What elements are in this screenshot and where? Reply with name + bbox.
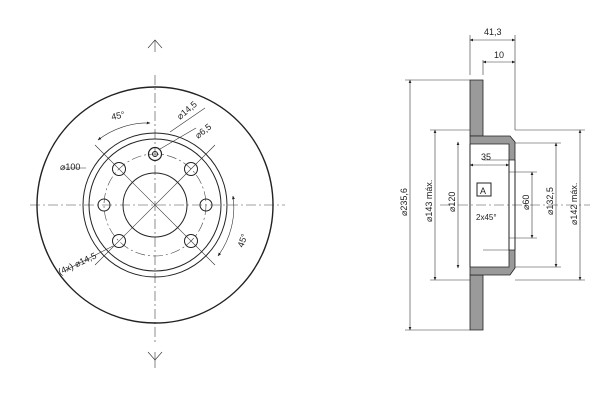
bottom-arrow: [147, 351, 163, 361]
front-view: 45° 45° ⌀14,5 ⌀6,5 ⌀100 (4x) ⌀14,5: [30, 39, 285, 368]
chamfer-label: 2x45°: [476, 213, 497, 222]
outer-dia-label: ⌀235,6: [399, 188, 409, 216]
hub-depth-label: 35: [481, 152, 491, 162]
disc-thickness-label: 10: [494, 50, 504, 60]
disc-section-upper: [469, 79, 484, 137]
dim-143-label: ⌀143 máx.: [424, 180, 434, 222]
dim-60-label: ⌀60: [521, 195, 531, 210]
dim-120-label: ⌀120: [447, 192, 457, 212]
locating-hole: [199, 198, 213, 212]
disc-outer-edge: [36, 86, 274, 324]
hat-section-upper: [469, 135, 516, 161]
top-arrow: [147, 39, 163, 49]
center-bore: [122, 172, 188, 238]
small-hole-inner: [152, 151, 158, 157]
pcd-label: ⌀100: [60, 162, 80, 172]
leader-small-hole: [159, 127, 197, 150]
bolt-hole: [112, 234, 126, 248]
diagonal-line: [94, 144, 216, 266]
datum-box: [476, 182, 492, 197]
pitch-circle: [103, 153, 207, 257]
angle-top-label: 45°: [110, 109, 126, 122]
small-hole-diameter-label: ⌀6,5: [193, 122, 213, 141]
bolt-hole: [184, 234, 198, 248]
leader-holes: [65, 245, 114, 271]
disc-section-lower: [469, 274, 484, 331]
total-width-label: 41,3: [484, 27, 502, 37]
small-hole: [147, 146, 163, 162]
locating-hole: [97, 198, 111, 212]
holes-count-label: (4x) ⌀14,5: [57, 250, 98, 276]
angle-right-label: 45°: [235, 232, 249, 249]
angle-arc-top: [97, 121, 151, 141]
side-view: A 2x45° 41,3 10 35 ⌀235,6 ⌀143 máx. ⌀120…: [399, 27, 590, 331]
dim-142-label: ⌀142 máx.: [569, 183, 579, 225]
dim-132-label: ⌀132,5: [545, 187, 555, 215]
hat-section-lower: [469, 249, 516, 276]
leader-hole: [169, 107, 206, 133]
datum-label: A: [480, 186, 486, 196]
bolt-hole: [184, 162, 198, 176]
bolt-hole: [112, 162, 126, 176]
hole-diameter-label: ⌀14,5: [175, 99, 199, 121]
